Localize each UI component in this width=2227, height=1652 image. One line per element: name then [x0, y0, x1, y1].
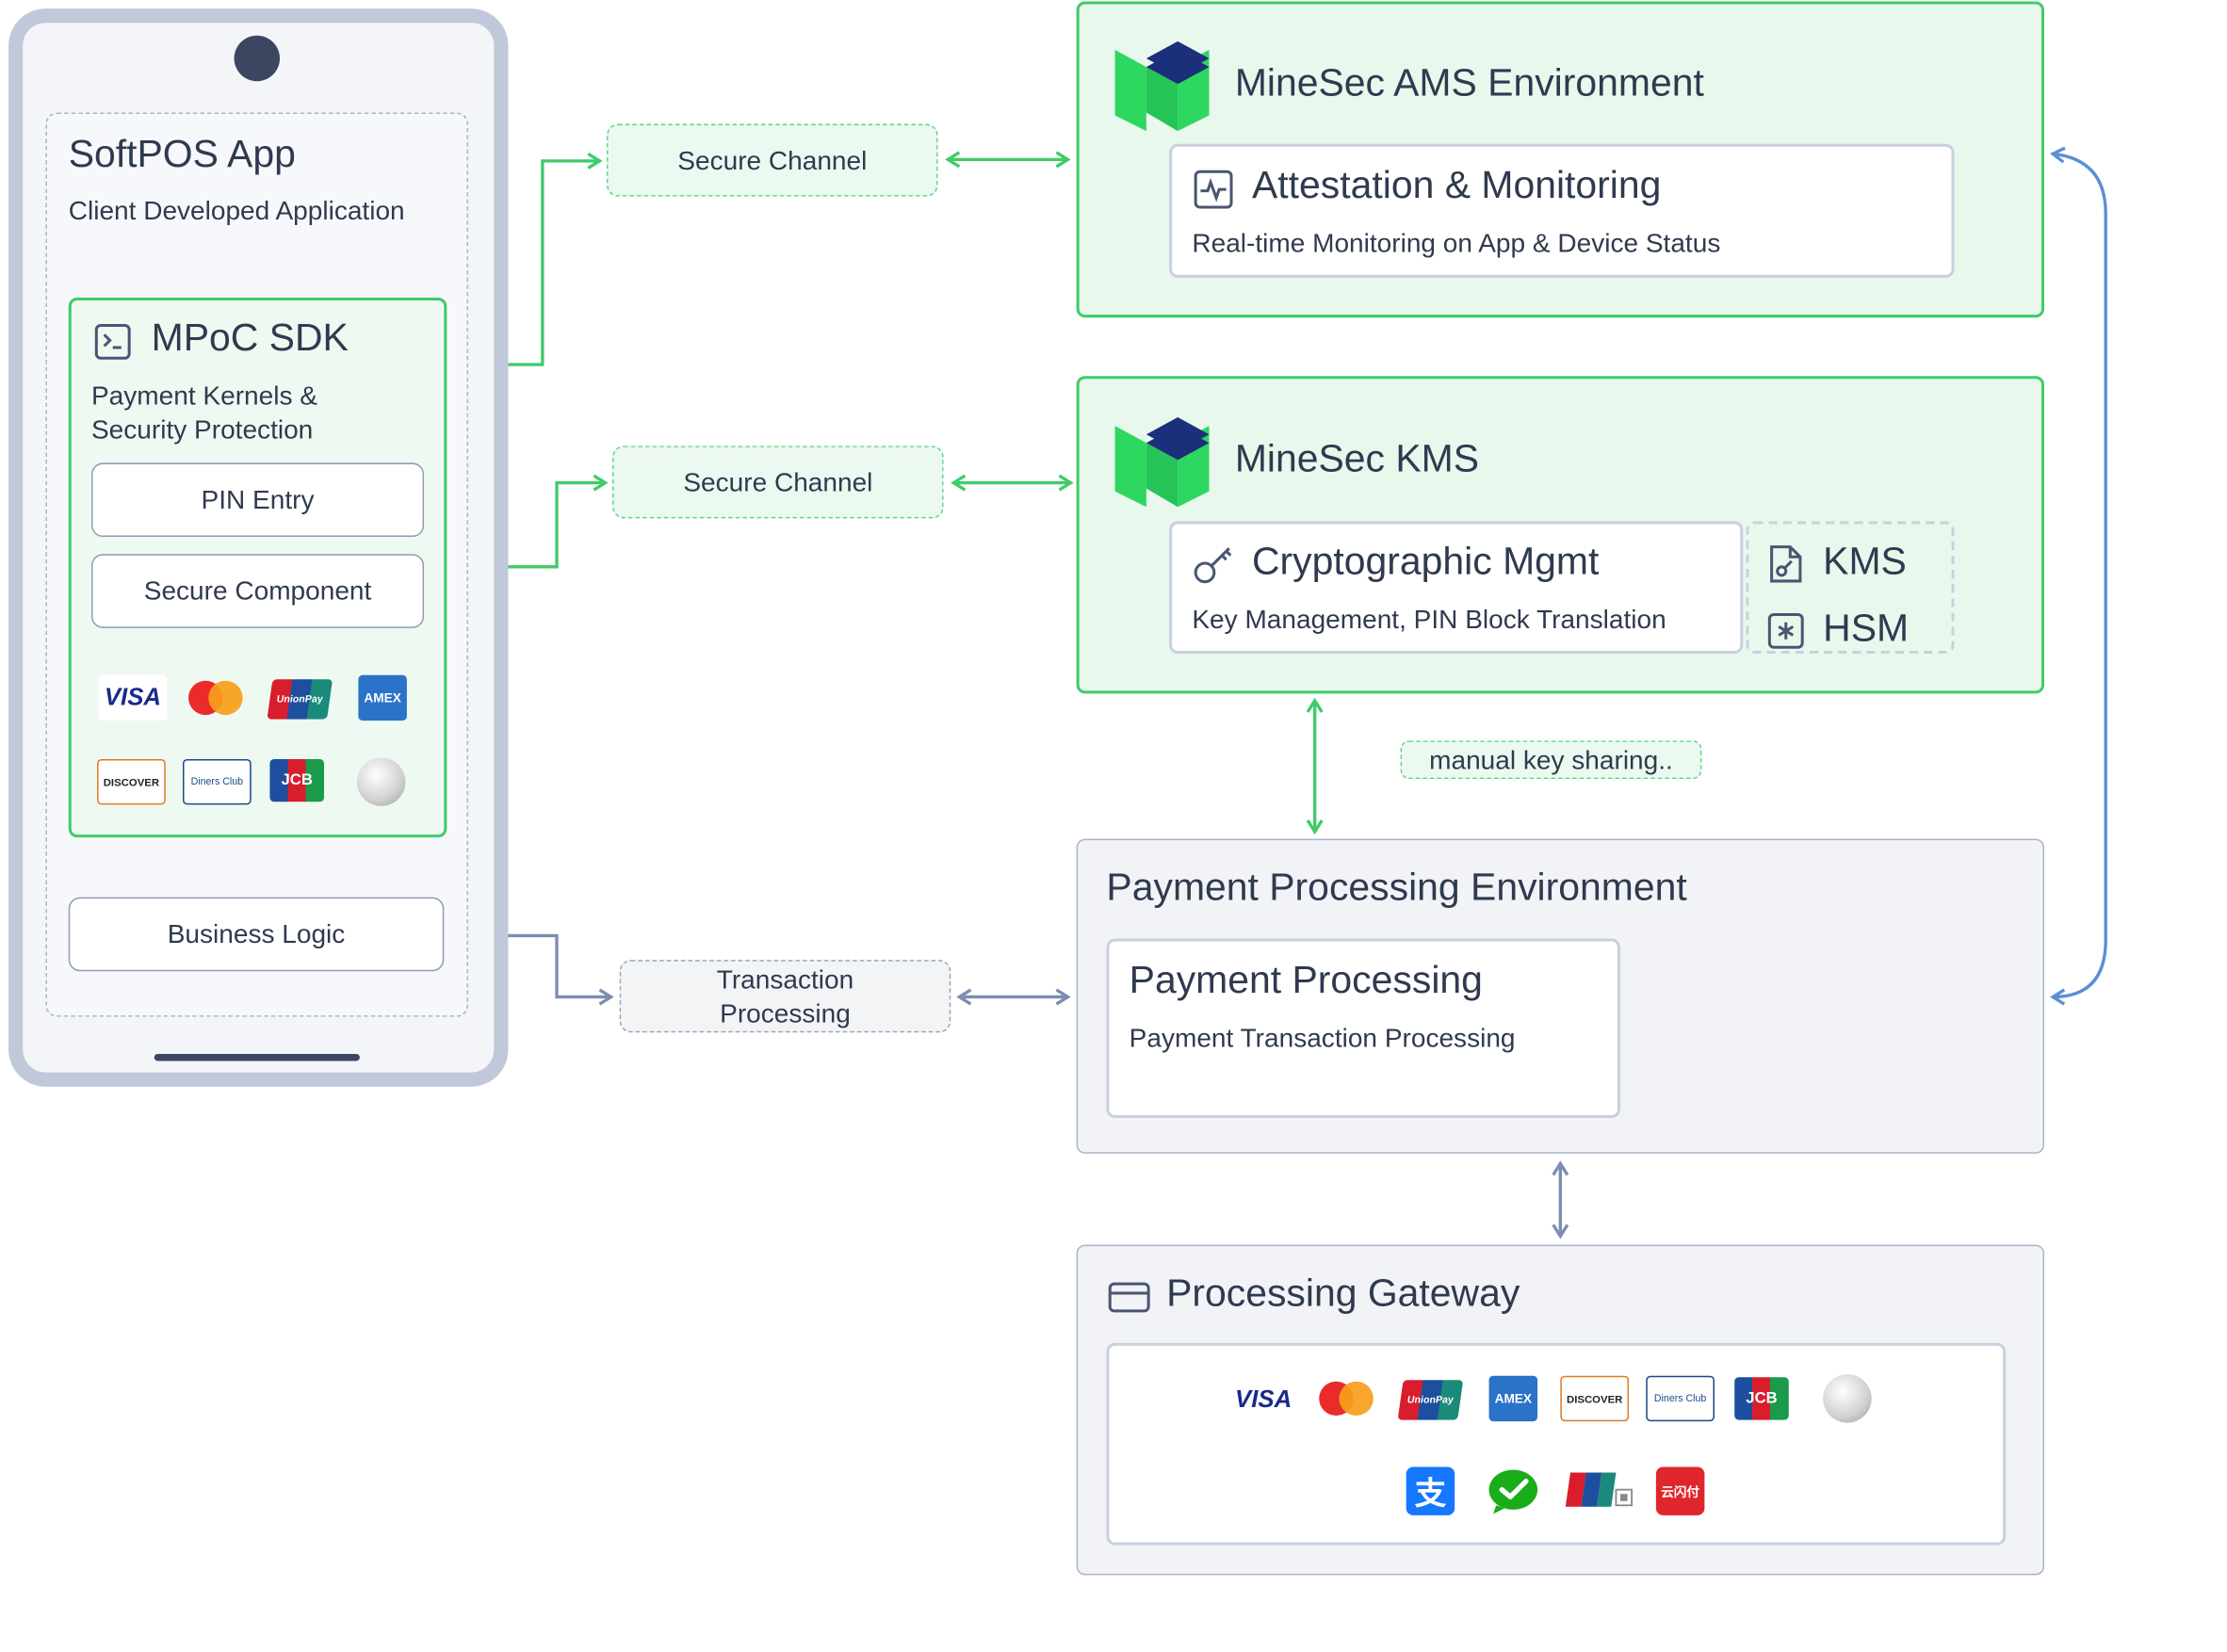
diners-club-icon: Diners Club	[1646, 1375, 1715, 1422]
transaction-processing-channel: Transaction Processing	[619, 960, 951, 1033]
diners-club-icon: Diners Club	[182, 758, 252, 805]
terminal-icon	[94, 323, 131, 360]
mastercard-icon	[186, 678, 249, 718]
jcb-icon: JCB	[269, 758, 324, 802]
discover-icon: DISCOVER	[97, 758, 166, 805]
secure-component-button[interactable]: Secure Component	[90, 554, 425, 628]
transaction-processing-line1: Transaction	[716, 963, 854, 994]
softpos-app-title: SoftPOS App	[68, 132, 296, 175]
payment-methods-box	[1106, 1342, 2007, 1546]
asterisk-icon	[1767, 612, 1804, 649]
mastercard-icon	[1316, 1379, 1379, 1418]
unionpay-qr-icon	[1565, 1472, 1634, 1510]
unionpay-icon: UnionPay	[1397, 1380, 1464, 1420]
transaction-processing-line2: Processing	[720, 997, 851, 1028]
ams-to-ppe-loop-arrow	[2053, 154, 2107, 996]
file-key-icon	[1769, 544, 1803, 584]
kms-environment-title: MineSec KMS	[1234, 437, 1480, 480]
cryptographic-mgmt-box	[1169, 521, 1744, 655]
cryptographic-mgmt-title: Cryptographic Mgmt	[1252, 540, 1600, 583]
phone-camera	[234, 35, 281, 82]
mpoc-sdk-subtitle-line1: Payment Kernels &	[90, 380, 317, 411]
unionpay-icon: UnionPay	[267, 679, 333, 720]
attestation-monitoring-box	[1169, 143, 1955, 278]
amex-icon: AMEX	[1488, 1375, 1538, 1422]
visa-icon: VISA	[1228, 1377, 1298, 1423]
mpoc-sdk-subtitle-line2: Security Protection	[90, 414, 314, 445]
manual-key-sharing-label: manual key sharing..	[1400, 740, 1702, 780]
key-icon	[1192, 543, 1234, 585]
kms-hsm-box	[1746, 521, 1955, 655]
payment-processing-subtitle: Payment Transaction Processing	[1129, 1022, 1516, 1053]
hsm-label: HSM	[1823, 607, 1910, 650]
ams-environment-title: MineSec AMS Environment	[1234, 61, 1704, 105]
minesec-logo-icon	[1114, 417, 1210, 508]
mpoc-sdk-subtitle: Payment Kernels & Security Protection	[91, 379, 317, 447]
attestation-monitoring-subtitle: Real-time Monitoring on App & Device Sta…	[1192, 227, 1721, 258]
secure-channel-2: Secure Channel	[612, 445, 944, 519]
business-logic-button[interactable]: Business Logic	[68, 897, 445, 972]
activity-icon	[1194, 170, 1233, 209]
jcb-icon: JCB	[1734, 1377, 1789, 1420]
minesec-logo-icon	[1114, 40, 1210, 132]
business-logic-to-transaction-arrow	[471, 935, 611, 996]
attestation-monitoring-title: Attestation & Monitoring	[1252, 163, 1662, 207]
pin-entry-button[interactable]: PIN Entry	[90, 462, 425, 538]
cryptographic-mgmt-subtitle: Key Management, PIN Block Translation	[1192, 604, 1666, 634]
pearl-icon	[356, 757, 406, 806]
payment-processing-environment-title: Payment Processing Environment	[1106, 866, 1687, 909]
visa-icon: VISA	[98, 674, 168, 721]
secure-channel-1: Secure Channel	[607, 123, 938, 197]
discover-icon: DISCOVER	[1560, 1375, 1630, 1422]
processing-gateway-title: Processing Gateway	[1166, 1271, 1520, 1315]
amex-icon: AMEX	[358, 674, 407, 721]
wechat-pay-icon	[1487, 1466, 1539, 1514]
mpoc-sdk-title: MPoC SDK	[151, 316, 349, 360]
pearl-icon	[1823, 1374, 1872, 1423]
kms-label: KMS	[1823, 540, 1907, 583]
alipay-icon: 支	[1406, 1466, 1455, 1515]
quickpass-icon: 云闪付	[1655, 1466, 1705, 1515]
softpos-app-subtitle: Client Developed Application	[68, 195, 405, 225]
payment-processing-box	[1106, 938, 1620, 1118]
payment-processing-title: Payment Processing	[1129, 958, 1483, 1002]
credit-card-icon	[1108, 1282, 1150, 1313]
phone-home-bar	[154, 1053, 360, 1061]
